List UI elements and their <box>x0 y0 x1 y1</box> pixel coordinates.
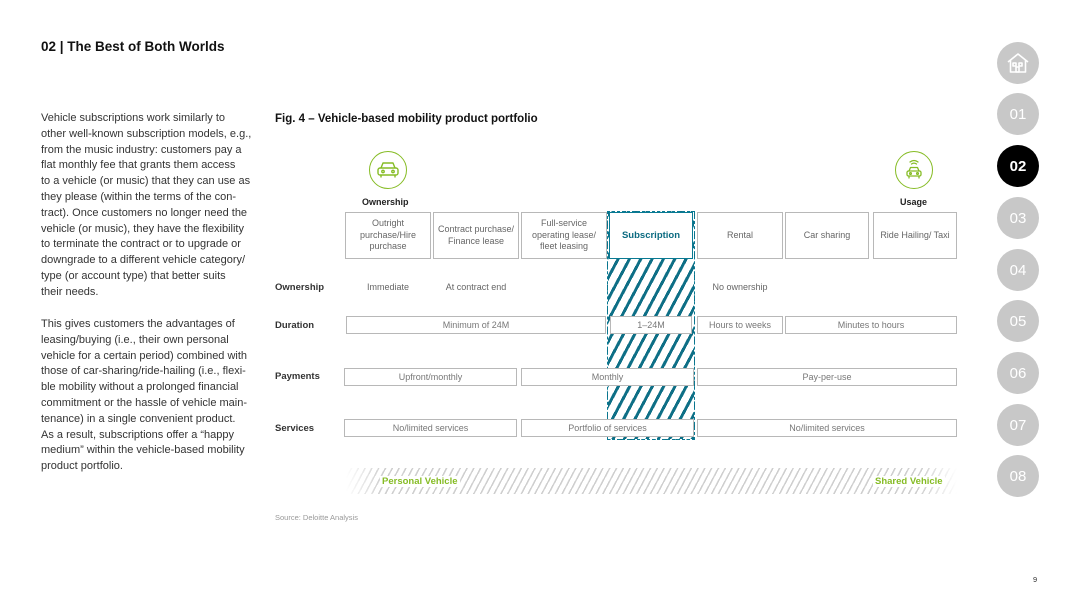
product-box-subscription: Subscription <box>609 212 693 259</box>
row-label-ownership: Ownership <box>275 282 325 293</box>
product-box-ride-hailing: Ride Hailing/ Taxi <box>873 212 957 259</box>
nav-item-08[interactable]: 08 <box>997 455 1039 497</box>
duration-minutes-hours: Minutes to hours <box>785 316 957 334</box>
figure-title: Fig. 4 – Vehicle-based mobility product … <box>275 113 538 125</box>
product-box-full-service-lease: Full-service operating lease/ fleet leas… <box>521 212 607 259</box>
payments-pay-per-use: Pay-per-use <box>697 368 957 386</box>
spectrum-label-personal: Personal Vehicle <box>380 476 460 487</box>
spectrum-label-shared: Shared Vehicle <box>873 476 945 487</box>
product-box-contract-purchase: Contract purchase/ Finance lease <box>433 212 519 259</box>
usage-category-label: Usage <box>900 197 928 207</box>
nav-item-07[interactable]: 07 <box>997 404 1039 446</box>
row-label-services: Services <box>275 423 315 434</box>
ownership-category-label: Ownership <box>362 197 409 207</box>
nav-item-06[interactable]: 06 <box>997 352 1039 394</box>
nav-home-button[interactable] <box>997 42 1039 84</box>
duration-hours-weeks: Hours to weeks <box>697 316 783 334</box>
payments-upfront-monthly: Upfront/monthly <box>344 368 517 386</box>
product-box-outright-purchase: Outright purchase/Hire purchase <box>345 212 431 259</box>
ownership-none: No ownership <box>712 282 768 292</box>
connected-car-icon <box>895 151 933 189</box>
duration-subscription: 1–24M <box>610 316 692 334</box>
page-number: 9 <box>1033 575 1038 584</box>
nav-item-03[interactable]: 03 <box>997 197 1039 239</box>
car-icon <box>369 151 407 189</box>
duration-min-24m: Minimum of 24M <box>346 316 606 334</box>
row-label-duration: Duration <box>275 320 315 331</box>
ownership-contract-end: At contract end <box>445 282 507 292</box>
nav-item-02[interactable]: 02 <box>997 145 1039 187</box>
nav-item-04[interactable]: 04 <box>997 249 1039 291</box>
product-box-rental: Rental <box>697 212 783 259</box>
row-label-payments: Payments <box>275 371 320 382</box>
home-icon <box>1007 53 1029 73</box>
services-no-limited-1: No/limited services <box>344 419 517 437</box>
nav-item-01[interactable]: 01 <box>997 93 1039 135</box>
services-portfolio: Portfolio of services <box>521 419 694 437</box>
payments-monthly: Monthly <box>521 368 694 386</box>
product-box-car-sharing: Car sharing <box>785 212 869 259</box>
nav-item-05[interactable]: 05 <box>997 300 1039 342</box>
ownership-immediate: Immediate <box>366 282 410 292</box>
figure-source: Source: Deloitte Analysis <box>275 513 358 522</box>
services-no-limited-2: No/limited services <box>697 419 957 437</box>
page-title: 02 | The Best of Both Worlds <box>41 39 225 54</box>
